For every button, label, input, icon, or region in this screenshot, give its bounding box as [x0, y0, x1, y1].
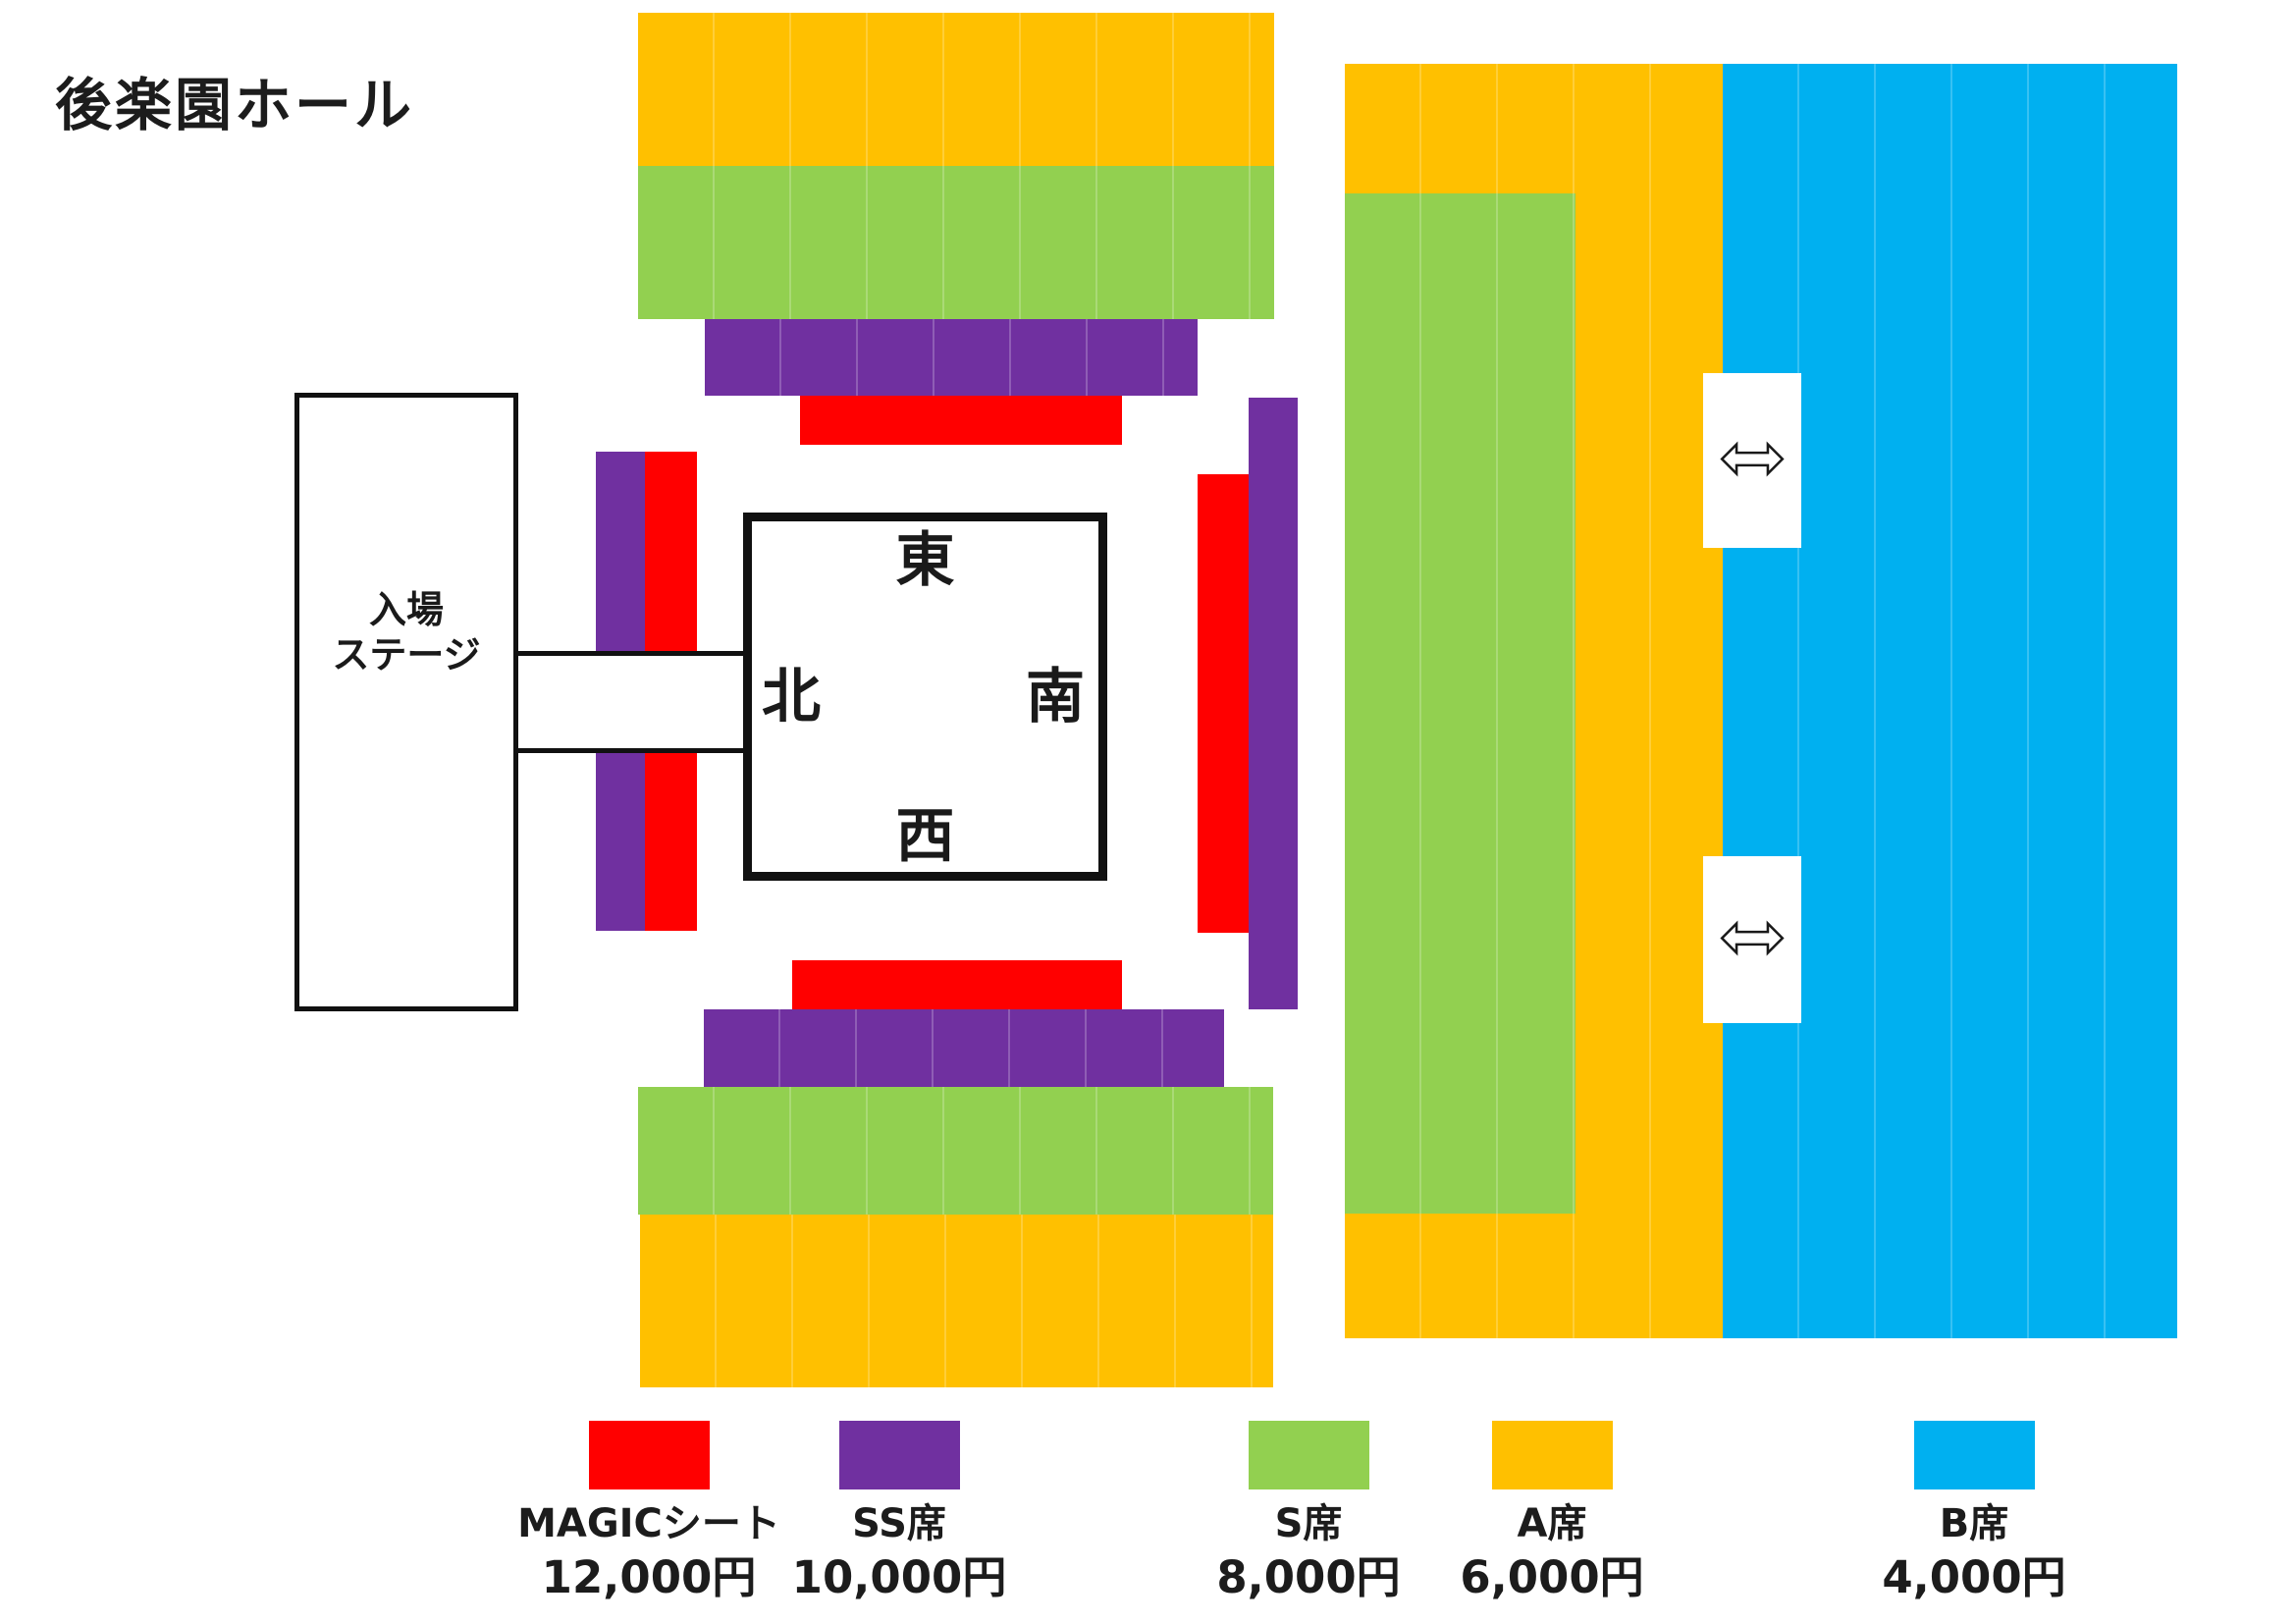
page-title: 後楽園ホール: [55, 72, 415, 138]
east-stand-magic-section: [800, 396, 1122, 445]
legend-name: S席: [1274, 1501, 1343, 1546]
east-stand-a-section: [638, 13, 1274, 166]
legend-name: A席: [1517, 1501, 1587, 1546]
west-stand-ss-section: [704, 1009, 1224, 1087]
b-seat-swatch: [1913, 1421, 2035, 1489]
ring: 東 北 南 西: [743, 513, 1107, 881]
legend-price: 6,000円: [1460, 1551, 1644, 1603]
gate-lower: [1703, 856, 1801, 1023]
legend-price: 12,000円: [541, 1551, 757, 1603]
legend-item-magic: MAGICシート 12,000円: [502, 1421, 796, 1600]
legend-name: B席: [1939, 1501, 2009, 1546]
ss-seat-swatch: [838, 1421, 960, 1489]
legend-item-a: A席 6,000円: [1405, 1421, 1699, 1600]
ring-label-north: 北: [762, 662, 821, 731]
legend-item-ss: SS席 10,000円: [752, 1421, 1046, 1600]
ring-label-east: 東: [895, 526, 955, 595]
legend-price: 10,000円: [791, 1551, 1007, 1603]
legend-item-s: S席 8,000円: [1161, 1421, 1456, 1600]
a-seat-swatch: [1491, 1421, 1613, 1489]
double-arrow-icon: [1719, 917, 1786, 963]
legend-price: 4,000円: [1882, 1551, 2066, 1603]
double-arrow-icon: [1719, 438, 1786, 484]
ring-label-south: 南: [1026, 662, 1085, 731]
west-stand-a-section: [640, 1215, 1273, 1387]
legend-name: SS席: [852, 1501, 946, 1546]
side-b-block: [1723, 64, 2177, 1338]
entrance-stage: 入場 ステージ: [294, 393, 518, 1011]
south-magic-section: [1198, 474, 1249, 933]
legend-name: MAGICシート: [517, 1501, 780, 1546]
east-stand-ss-section: [705, 319, 1198, 396]
ring-label-west: 西: [895, 802, 955, 871]
west-stand-s-section: [638, 1087, 1273, 1215]
side-s-block: [1345, 193, 1575, 1214]
s-seat-swatch: [1248, 1421, 1369, 1489]
entrance-stage-label: 入場 ステージ: [332, 588, 481, 677]
south-ss-section: [1249, 398, 1298, 1009]
west-stand-magic-section: [792, 960, 1122, 1009]
entrance-corridor: [518, 651, 743, 753]
magic-seat-swatch: [588, 1421, 710, 1489]
legend-item-b: B席 4,000円: [1827, 1421, 2121, 1600]
east-stand-s-section: [638, 166, 1274, 319]
gate-upper: [1703, 373, 1801, 548]
legend-price: 8,000円: [1216, 1551, 1401, 1603]
